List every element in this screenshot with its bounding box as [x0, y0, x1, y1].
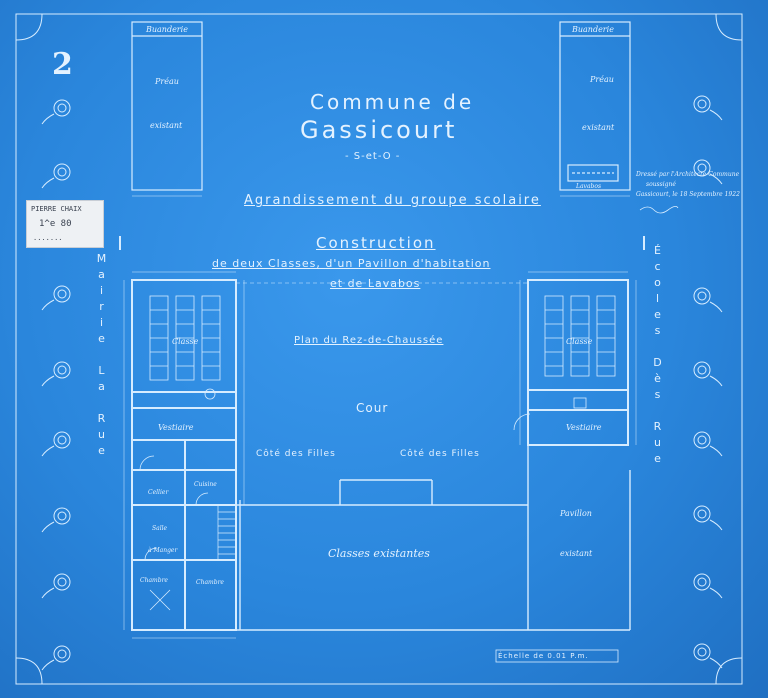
classroom-left-desks	[149, 295, 221, 400]
rose-ornament	[693, 159, 723, 185]
vestiaire-left-label: Vestiaire	[158, 423, 194, 432]
project-line-1: Agrandissement du groupe scolaire	[244, 193, 541, 208]
rose-ornament	[693, 95, 723, 121]
rose-ornament	[693, 287, 723, 313]
a-manger-label: à Manger	[148, 547, 178, 554]
rose-ornament	[41, 431, 71, 457]
rose-ornament	[41, 573, 71, 599]
chambre-2-label: Chambre	[196, 579, 224, 586]
rose-ornament	[693, 505, 723, 531]
title-commune: Commune de	[310, 90, 475, 114]
preau-left-block	[131, 21, 203, 191]
title-department: - S-et-O -	[345, 151, 401, 162]
side-label-right: Écoles Dès Rue	[651, 244, 664, 468]
cote-filles-label: Côté des Filles	[256, 449, 336, 459]
staircase	[217, 504, 237, 561]
rose-ornament	[41, 507, 71, 533]
sheet-number: 2	[52, 47, 73, 82]
rose-ornament	[693, 431, 723, 457]
rose-ornament	[41, 361, 71, 387]
sticker-line-2: 1^e 80	[39, 219, 72, 229]
scale-label: Échelle de 0.01 P.m.	[498, 652, 589, 660]
sheet-border	[15, 13, 743, 685]
rose-ornament	[693, 361, 723, 387]
signature	[639, 206, 679, 214]
side-label-left: Mairie La Rue	[95, 252, 108, 460]
existing-classes-outline	[236, 445, 631, 631]
note-line-1: Dressé par l'Architecte-Commune	[636, 171, 740, 178]
classe-left-label: Classe	[172, 337, 199, 346]
rose-ornament	[41, 163, 71, 189]
title-town: Gassicourt	[300, 116, 458, 144]
corner-ornament-bl	[15, 657, 43, 685]
sticker-line-1: PIERRE CHAIX	[31, 205, 82, 213]
scale-bar	[495, 649, 619, 663]
preau-right-label: Préau	[590, 75, 614, 84]
rose-ornaments	[41, 95, 723, 671]
corner-ornament-br	[715, 657, 743, 685]
note-line-3: Gassicourt, le 18 Septembre 1922	[636, 191, 740, 198]
rose-ornament	[693, 573, 723, 599]
classes-existantes-label: Classes existantes	[328, 547, 430, 560]
project-line-2: Construction	[316, 234, 436, 252]
note-line-2: soussigné	[646, 181, 676, 188]
cour-label: Cour	[356, 401, 389, 415]
buanderie-right-label: Buanderie	[572, 25, 614, 34]
corner-ornament-tl	[15, 13, 43, 41]
cuisine-label: Cuisine	[194, 481, 217, 488]
pavillon-label: Pavillon	[560, 509, 592, 518]
project-line-3: de deux Classes, d'un Pavillon d'habitat…	[212, 257, 491, 270]
classe-right-label: Classe	[566, 337, 593, 346]
buanderie-left-label: Buanderie	[146, 25, 188, 34]
vestiaire-right-label: Vestiaire	[566, 423, 602, 432]
lavabos-label: Lavabos	[576, 183, 602, 190]
existant-right-label: existant	[582, 123, 615, 132]
rose-ornament	[693, 643, 723, 669]
chambre-label: Chambre	[140, 577, 168, 584]
left-building	[131, 279, 237, 631]
classroom-right-desks	[544, 295, 616, 409]
sticker-line-3: .......	[33, 234, 63, 242]
existant-left-label: existant	[150, 121, 183, 130]
rose-ornament	[41, 99, 71, 125]
dimension-lines	[123, 271, 637, 639]
plan-title: Plan du Rez-de-Chaussée	[294, 335, 444, 346]
corner-ornament-tr	[715, 13, 743, 41]
rose-ornament	[41, 645, 71, 671]
preau-left-label: Préau	[155, 77, 179, 86]
rose-ornament	[41, 285, 71, 311]
right-building	[527, 279, 629, 446]
salle-label: Salle	[152, 525, 168, 532]
preau-right-block	[559, 21, 631, 191]
pavillon-existant-label: existant	[560, 549, 593, 558]
cote-filles-label-2: Côté des Filles	[400, 449, 480, 459]
project-line-4: et de Lavabos	[330, 277, 421, 290]
cellier-label: Cellier	[148, 489, 169, 496]
archive-sticker: PIERRE CHAIX 1^e 80 .......	[26, 200, 104, 248]
